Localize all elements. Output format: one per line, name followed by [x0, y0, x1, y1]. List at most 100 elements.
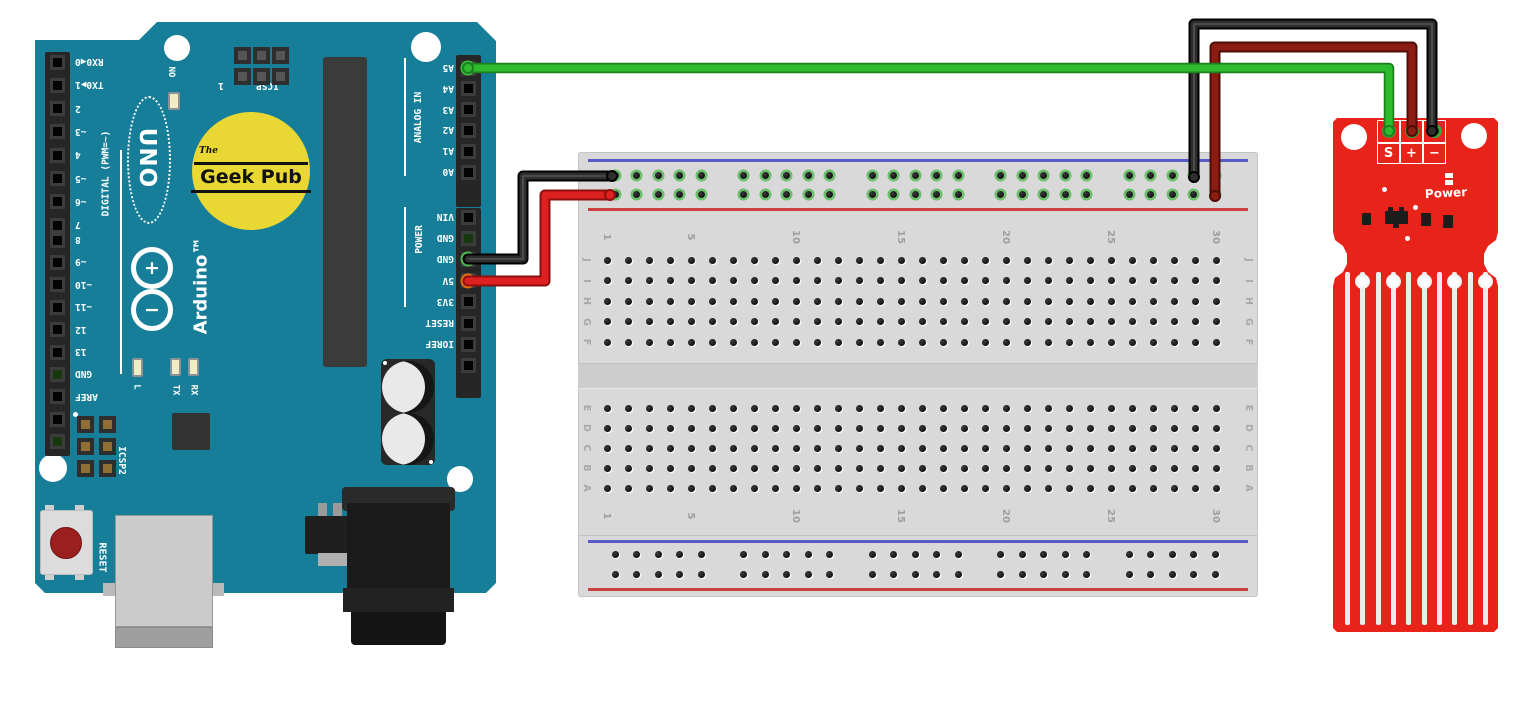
sensor-trace — [1436, 272, 1442, 625]
rail-hole — [633, 171, 640, 179]
power-pin — [461, 357, 476, 373]
row-letter: D — [1243, 424, 1255, 432]
rail-hole — [826, 190, 833, 198]
breadboard-hole — [1023, 444, 1031, 452]
rail-hole — [676, 171, 683, 179]
rail-hole — [804, 570, 812, 578]
breadboard-hole — [729, 424, 737, 432]
breadboard-hole — [1170, 277, 1178, 284]
pin-label: GND — [436, 232, 454, 244]
rail-hole — [1125, 190, 1133, 198]
rail-hole — [1168, 550, 1176, 558]
breadboard-hole — [1065, 404, 1073, 412]
breadboard-hole — [918, 464, 926, 472]
sensor-transistor-leg — [1393, 224, 1399, 228]
breadboard-hole — [1044, 277, 1052, 284]
rail-hole — [1147, 190, 1154, 198]
breadboard-hole — [666, 464, 674, 472]
sensor-transistor-leg — [1388, 207, 1393, 212]
analog-pin — [461, 122, 476, 138]
power-pin — [461, 315, 476, 331]
digital-pin — [50, 434, 65, 450]
rail-hole — [1125, 570, 1133, 578]
rail-hole — [633, 190, 640, 198]
digital-pin — [50, 124, 65, 140]
row-letter: A — [1243, 484, 1255, 492]
breadboard-hole — [1002, 318, 1010, 325]
breadboard-hole — [1002, 256, 1010, 264]
breadboard-hole — [1128, 444, 1136, 452]
sensor-pin-label-plus: + — [1400, 143, 1423, 164]
breadboard-hole — [1191, 444, 1199, 452]
breadboard-hole — [834, 424, 842, 432]
rail-hole — [868, 171, 876, 179]
breadboard-hole — [1086, 444, 1094, 452]
breadboard-hole — [897, 338, 905, 346]
breadboard-hole — [1191, 404, 1199, 412]
sensor-smd-component — [1362, 213, 1371, 225]
center-divider — [578, 363, 1258, 389]
pin-label: 3V3 — [436, 296, 454, 308]
digital-pin — [50, 232, 65, 248]
breadboard-hole — [1107, 256, 1115, 264]
breadboard-hole — [771, 404, 779, 412]
breadboard-hole — [855, 318, 863, 325]
breadboard-hole — [792, 484, 800, 492]
breadboard-hole — [981, 404, 989, 412]
rail-hole — [761, 171, 769, 179]
breadboard-hole — [813, 297, 821, 305]
icsp2-pin — [76, 437, 94, 455]
breadboard-hole — [918, 444, 926, 452]
breadboard-hole — [1212, 444, 1220, 452]
breadboard-hole — [603, 318, 611, 325]
breadboard-hole — [792, 256, 800, 264]
digital-pin — [50, 366, 65, 382]
breadboard-hole — [1212, 318, 1220, 325]
digital-pin — [50, 277, 65, 293]
breadboard-hole — [1212, 464, 1220, 472]
barrel-jack-flange — [343, 588, 454, 612]
sensor-trace-pad — [1416, 274, 1432, 289]
breadboard-hole — [1023, 318, 1031, 325]
breadboard-hole — [1149, 404, 1157, 412]
rail-hole — [1125, 171, 1133, 179]
breadboard-hole — [645, 484, 653, 492]
breadboard-hole — [603, 338, 611, 346]
breadboard-hole — [855, 484, 863, 492]
breadboard-hole — [1191, 277, 1199, 284]
rail-hole — [611, 171, 619, 179]
breadboard-hole — [1065, 424, 1073, 432]
breadboard-hole — [1044, 297, 1052, 305]
digital-pin — [50, 54, 65, 70]
breadboard-hole — [1191, 256, 1199, 264]
breadboard-hole — [855, 256, 863, 264]
breadboard-hole — [897, 484, 905, 492]
breadboard-hole — [1128, 484, 1136, 492]
rail-hole — [1040, 570, 1047, 578]
analog-pin — [461, 81, 476, 97]
breadboard-hole — [708, 338, 716, 346]
digital-pin — [50, 299, 65, 315]
breadboard-hole — [855, 338, 863, 346]
rail-hole — [633, 570, 640, 578]
rail-hole — [1061, 190, 1069, 198]
water-level-sensor: S + − Power — [1333, 118, 1498, 632]
breadboard-hole — [855, 277, 863, 284]
digital-pin — [50, 254, 65, 270]
logo-line — [194, 162, 308, 165]
breadboard-hole — [1212, 256, 1220, 264]
breadboard-hole — [687, 464, 695, 472]
breadboard-hole — [918, 404, 926, 412]
breadboard-hole — [1149, 464, 1157, 472]
breadboard-hole — [939, 464, 947, 472]
rail-hole — [761, 570, 769, 578]
rail-hole — [890, 570, 897, 578]
icsp-pin — [233, 67, 251, 85]
breadboard-hole — [1170, 444, 1178, 452]
breadboard-hole — [960, 256, 968, 264]
breadboard-hole — [1086, 424, 1094, 432]
rail-hole — [783, 570, 790, 578]
breadboard-hole — [855, 404, 863, 412]
breadboard-hole — [792, 404, 800, 412]
